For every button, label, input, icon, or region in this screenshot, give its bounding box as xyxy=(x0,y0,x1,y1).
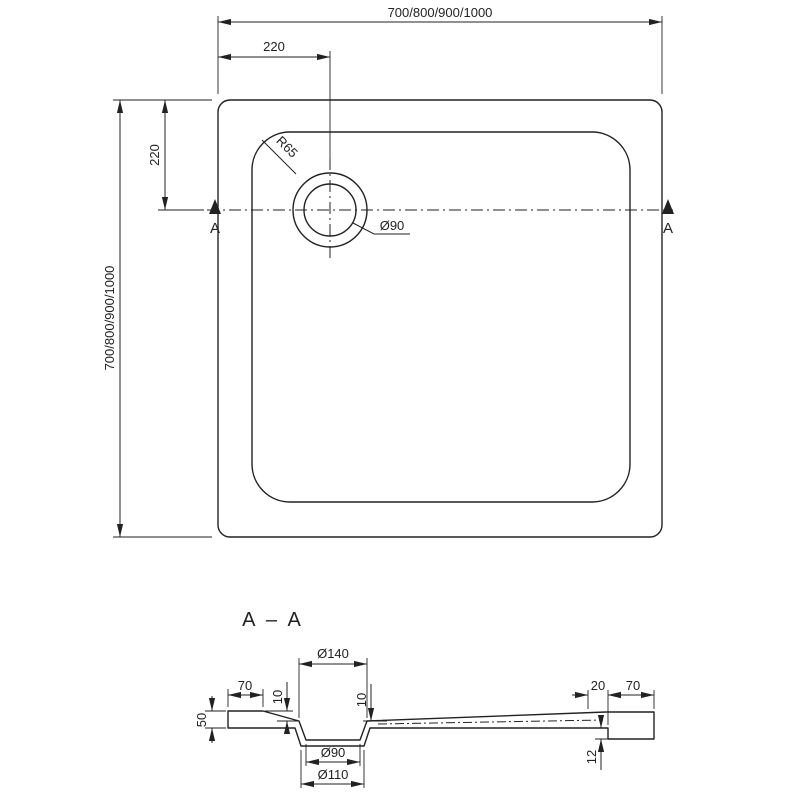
dim-right-step: 20 xyxy=(572,678,624,725)
dim-tray-height: 50 xyxy=(194,696,226,743)
drain-outer-diameter-value: Ø110 xyxy=(318,767,349,782)
dim-foot-height: 12 xyxy=(584,715,612,770)
dim-rim-left-width: 70 xyxy=(227,678,264,707)
section-arrow-right-icon xyxy=(662,199,674,214)
recess-top-diameter-value: Ø140 xyxy=(317,646,349,661)
dim-recess-top-diameter: Ø140 xyxy=(298,646,368,718)
dim-drain-outer-diameter: Ø110 xyxy=(300,750,365,788)
section-view: A – A Ø140 70 10 xyxy=(194,609,655,788)
drain-offset-y-value: 220 xyxy=(147,144,162,166)
section-cut-line: A A xyxy=(207,199,674,237)
right-step-value: 20 xyxy=(591,678,605,693)
leader-line xyxy=(261,139,297,175)
tray-outer-outline xyxy=(217,99,663,538)
foot-height-value: 12 xyxy=(584,750,599,764)
leader-line xyxy=(352,222,410,235)
shell-centerline xyxy=(377,719,604,725)
dim-rim-right-width: 70 xyxy=(608,678,655,709)
overall-width-value: 700/800/900/1000 xyxy=(388,5,493,20)
label-drain-diameter: Ø90 xyxy=(352,218,410,235)
dim-drain-inner-diameter: Ø90 xyxy=(305,744,361,766)
tray-basin-outline xyxy=(251,131,631,503)
tray-height-value: 50 xyxy=(194,713,209,727)
dim-slope-drop-right: 10 xyxy=(354,684,387,722)
dim-drain-offset-x: 220 xyxy=(218,39,331,162)
section-view-title: A – A xyxy=(242,609,304,631)
overall-height-value: 700/800/900/1000 xyxy=(102,266,117,371)
drain-diameter-value: Ø90 xyxy=(380,218,405,233)
corner-radius-value: R65 xyxy=(273,133,300,160)
top-view: A A 700/800/900/1000 220 700/800/900/100… xyxy=(102,5,674,538)
dim-drain-offset-y: 220 xyxy=(147,100,204,211)
section-arrow-left-icon xyxy=(209,199,221,214)
rim-left-width-value: 70 xyxy=(238,678,252,693)
slope-drop-left-value: 10 xyxy=(270,690,285,704)
drain-inner-diameter-value: Ø90 xyxy=(321,745,346,760)
tray-section-profile xyxy=(227,710,655,747)
rim-right-width-value: 70 xyxy=(626,678,640,693)
drain-offset-x-value: 220 xyxy=(263,39,285,54)
dim-slope-drop-left: 10 xyxy=(265,682,299,734)
section-letter-right: A xyxy=(663,220,673,237)
section-letter-left: A xyxy=(210,220,220,237)
dim-overall-width: 700/800/900/1000 xyxy=(217,5,663,94)
slope-drop-right-value: 10 xyxy=(354,693,369,707)
